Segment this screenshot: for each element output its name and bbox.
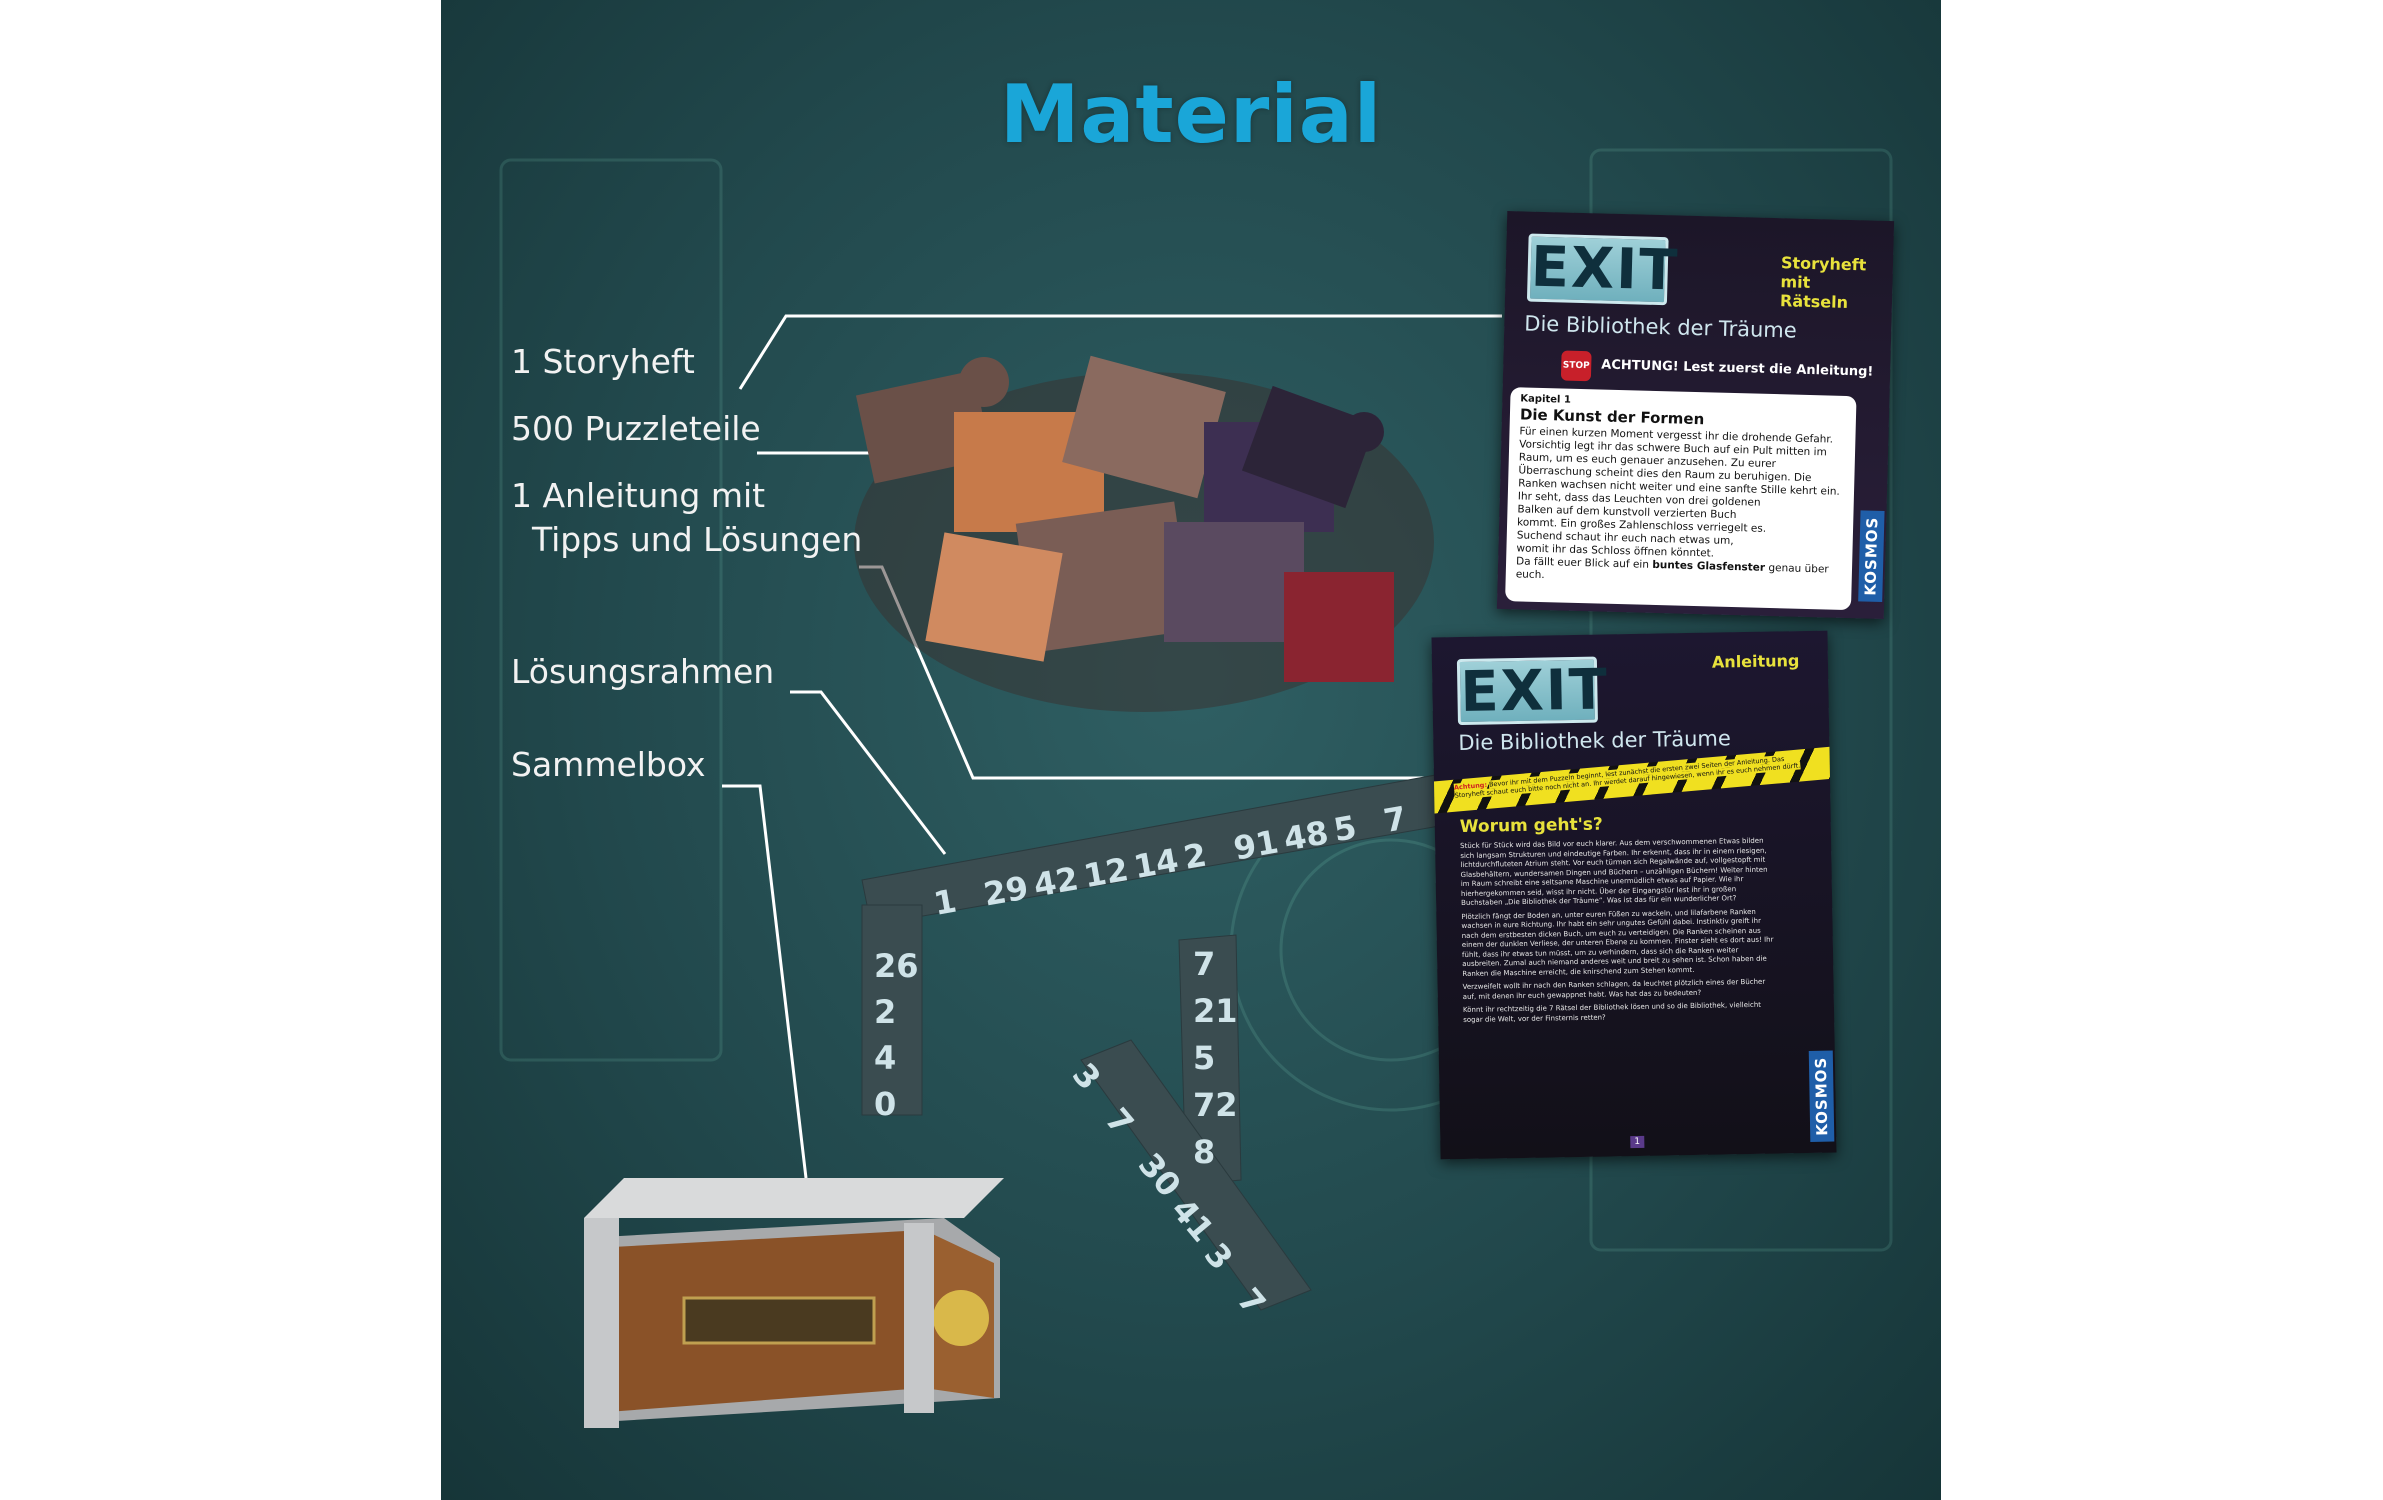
- puzzle-pieces-pile: [854, 355, 1434, 712]
- exit-logo: EXIT: [1456, 656, 1609, 726]
- exit-logo-text: EXIT: [1529, 234, 1681, 304]
- stop-sign-icon: STOP: [1560, 350, 1592, 382]
- frame-number-left: 2: [874, 993, 896, 1031]
- intro-text: Stück für Stück wird das Bild vor euch k…: [1460, 837, 1778, 1025]
- section-heading: Worum geht's?: [1459, 814, 1604, 838]
- story-paragraph: Für einen kurzen Moment vergesst ihr die…: [1517, 425, 1840, 498]
- page-number: 1: [1630, 1135, 1645, 1149]
- frame-number-top: 91: [1231, 823, 1281, 868]
- frame-number-left: 4: [874, 1039, 896, 1077]
- solution-frame: [861, 773, 1452, 1311]
- frame-number-top: 48: [1281, 813, 1331, 858]
- intro-paragraph: Könnt ihr rechtzeitig die 7 Rätsel der B…: [1462, 1000, 1762, 1024]
- exit-logo: EXIT: [1526, 233, 1680, 306]
- label-anleitung-line2: Tipps und Lösungen: [532, 520, 863, 559]
- card-subtitle: Die Bibliothek der Träume: [1524, 311, 1798, 343]
- connector-sammelbox: [722, 784, 808, 1179]
- card-tag: Anleitung: [1711, 651, 1800, 672]
- intro-paragraph: Verzweifelt wollt ihr nach den Ranken sc…: [1462, 977, 1766, 1001]
- intro-paragraph: Plötzlich fängt der Boden an, unter eure…: [1461, 907, 1774, 978]
- label-sammelbox: Sammelbox: [511, 745, 706, 784]
- warning-text: ACHTUNG! Lest zuerst die Anleitung!: [1601, 357, 1874, 380]
- story-text-panel: Kapitel 1 Die Kunst der Formen Für einen…: [1505, 387, 1857, 611]
- frame-number-middle: 7: [1193, 945, 1215, 983]
- card-tag: Storyheft mit Rätseln: [1779, 253, 1867, 312]
- tape-text: Bevor ihr mit dem Puzzeln beginnt, lest …: [1454, 754, 1801, 800]
- connector-lines: [722, 314, 1502, 1179]
- frame-number-top: 29: [981, 869, 1031, 914]
- warning-tape: Achtung: Bevor ihr mit dem Puzzeln begin…: [1431, 745, 1837, 815]
- kosmos-logo: KOSMOS: [1858, 510, 1885, 602]
- storyheft-card: EXIT Die Bibliothek der Träume Storyheft…: [1496, 211, 1895, 619]
- label-anleitung-line1: 1 Anleitung mit: [511, 476, 766, 515]
- frame-number-middle: 8: [1193, 1133, 1215, 1171]
- anleitung-card: EXIT Die Bibliothek der Träume Anleitung…: [1431, 630, 1837, 1160]
- connector-storyheft: [738, 314, 1502, 390]
- frame-number-middle: 5: [1193, 1039, 1215, 1077]
- frame-number-top: 42: [1031, 859, 1081, 904]
- label-puzzleteile: 500 Puzzleteile: [511, 409, 761, 448]
- label-storyheft: 1 Storyheft: [511, 342, 695, 381]
- story-paragraph: Ihr seht, dass das Leuchten von drei gol…: [1516, 490, 1767, 560]
- connector-loesungsrahmen: [790, 690, 947, 855]
- story-text-bold: buntes Glasfenster: [1652, 558, 1766, 574]
- story-paragraph: Da fällt euer Blick auf ein buntes Glasf…: [1516, 555, 1843, 590]
- label-loesungsrahmen: Lösungsrahmen: [511, 652, 775, 691]
- frame-number-left: 26: [874, 947, 919, 985]
- frame-number-top: 14: [1131, 841, 1181, 886]
- frame-number-middle: 72: [1193, 1086, 1238, 1124]
- exit-logo-text: EXIT: [1459, 657, 1610, 725]
- card-subtitle: Die Bibliothek der Träume: [1458, 726, 1731, 756]
- page-title: Material: [999, 68, 1383, 161]
- collection-box: [584, 1178, 1004, 1428]
- frame-number-top: 12: [1081, 850, 1131, 895]
- kosmos-logo: KOSMOS: [1808, 1050, 1835, 1142]
- intro-paragraph: Stück für Stück wird das Bild vor euch k…: [1460, 836, 1768, 908]
- frame-number-left: 0: [874, 1085, 896, 1123]
- frame-number-middle: 21: [1193, 992, 1238, 1030]
